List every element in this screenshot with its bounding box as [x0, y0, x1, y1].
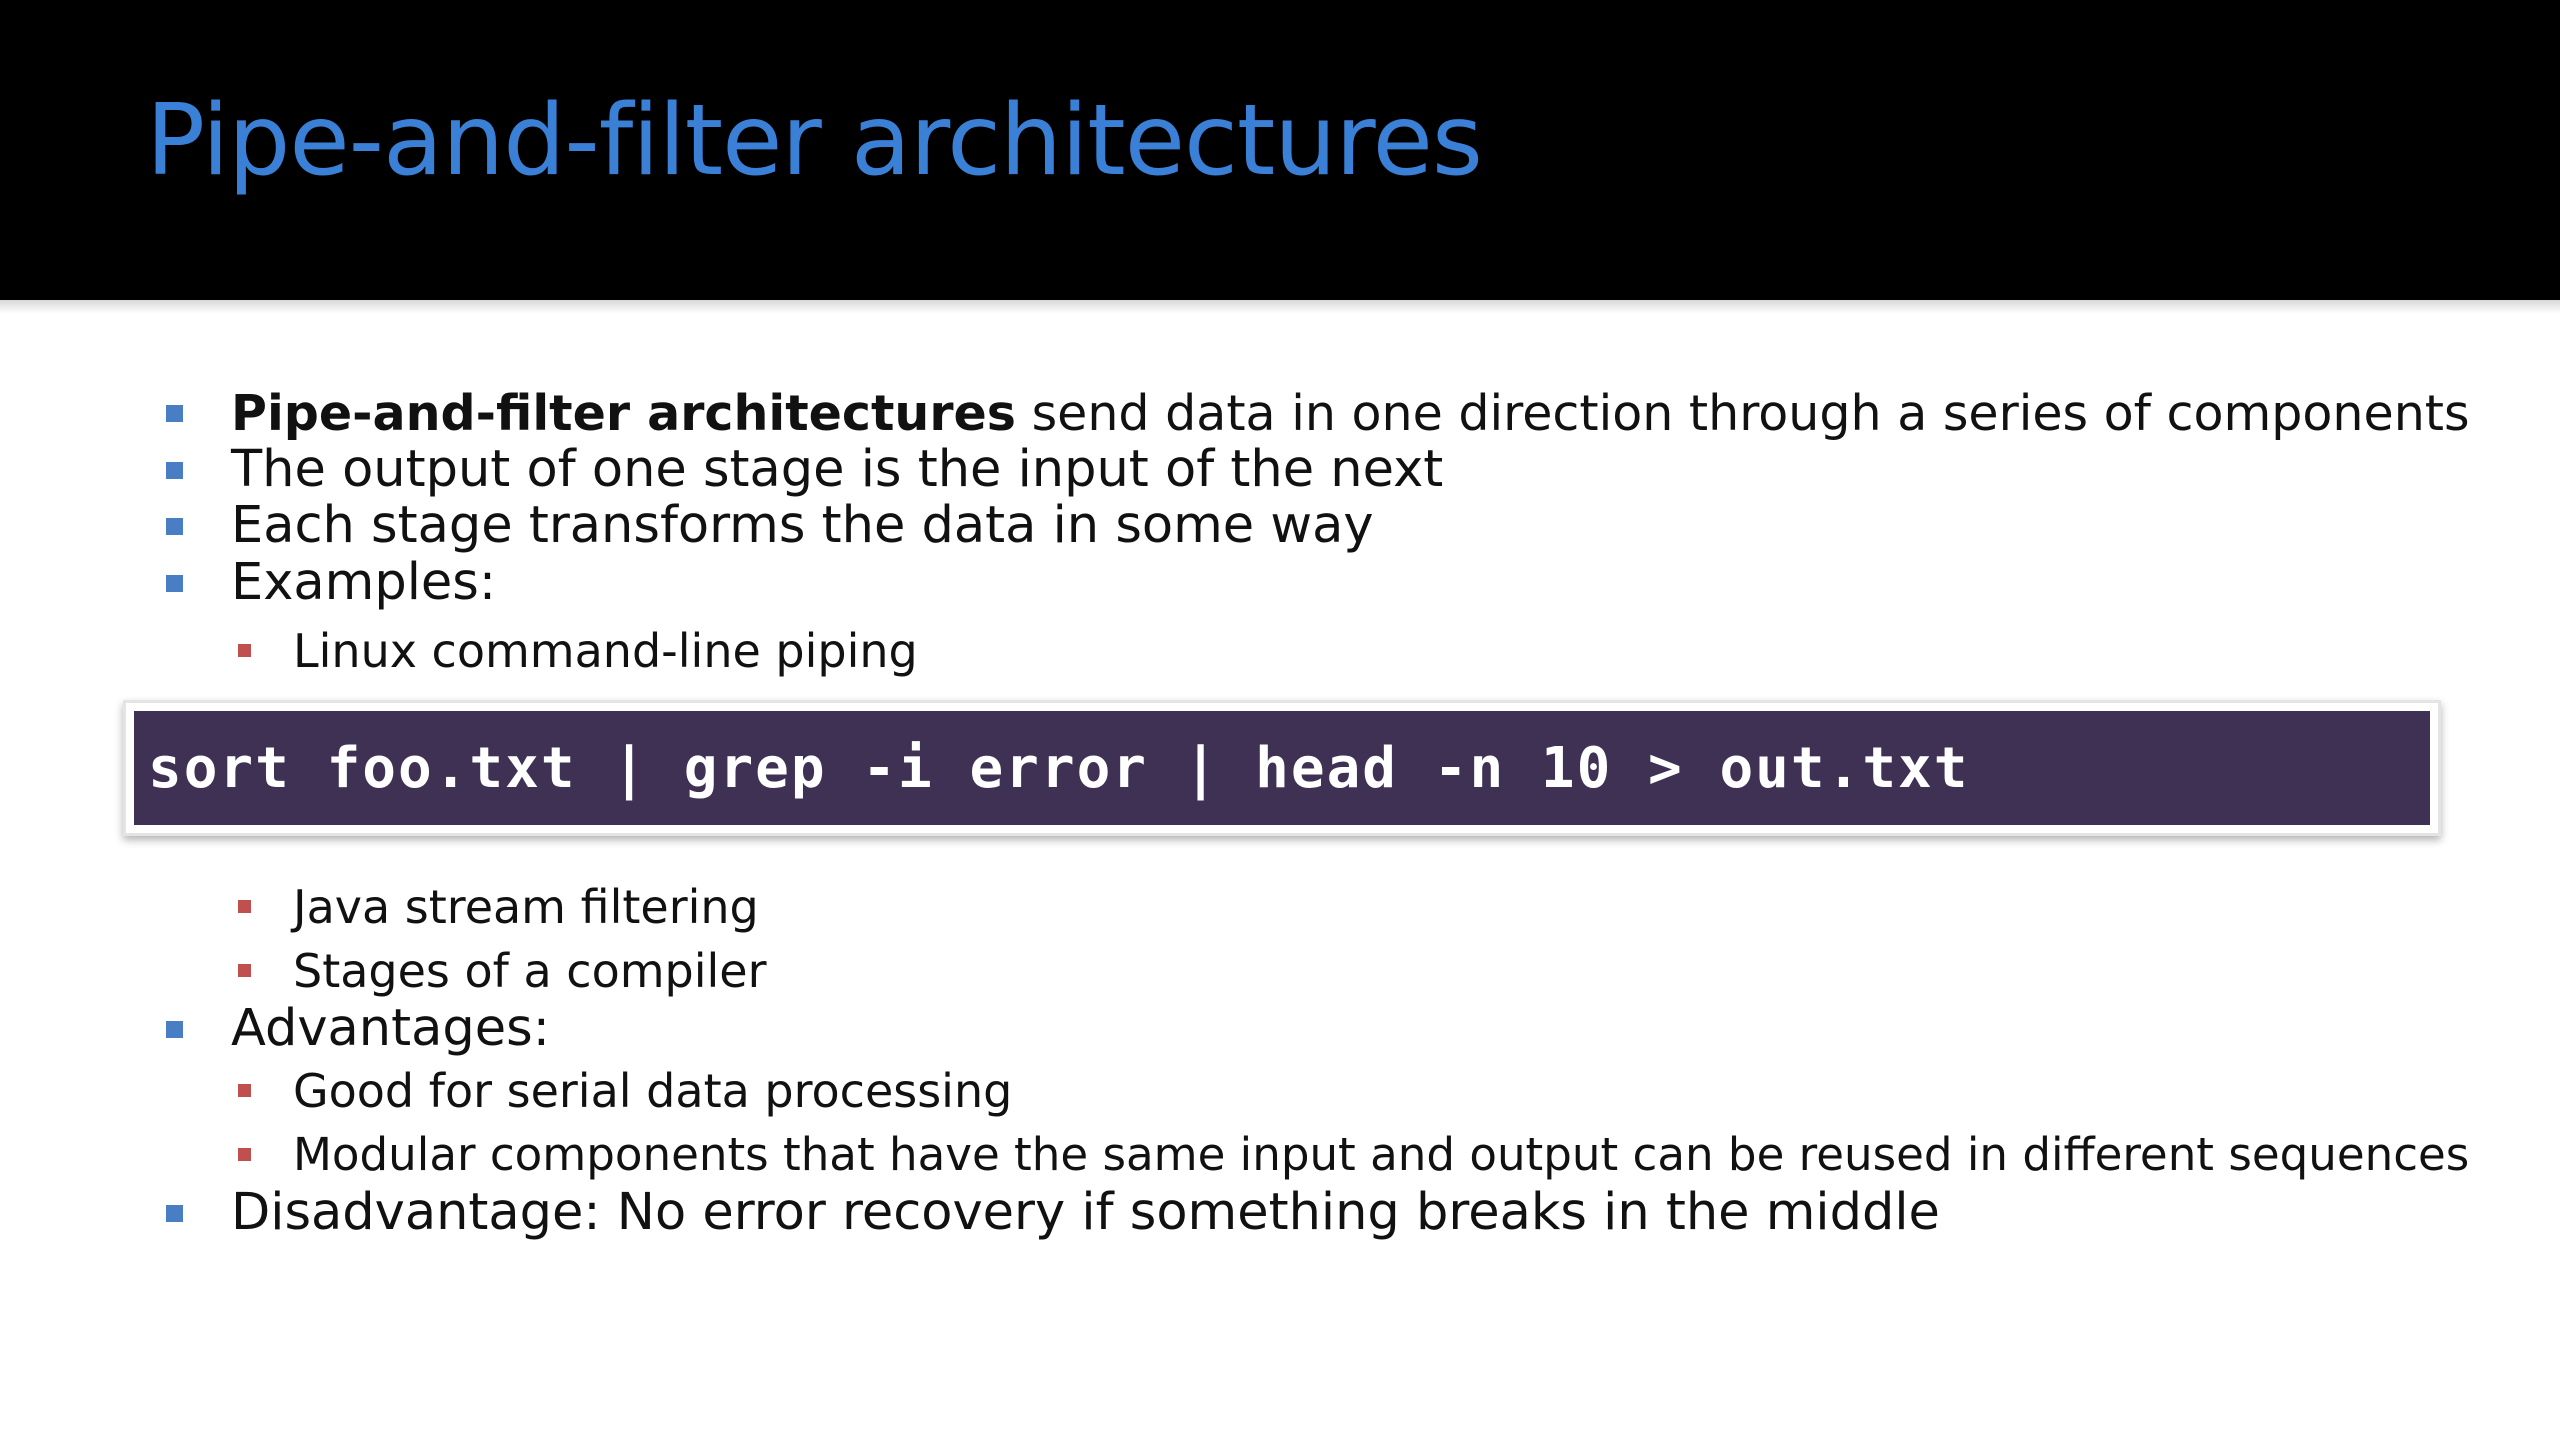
bullet-text: The output of one stage is the input of …: [231, 440, 1444, 499]
square-bullet-icon: [238, 644, 251, 657]
bullet-text: Advantages:: [231, 999, 550, 1058]
bullet-text: Each stage transforms the data in some w…: [231, 496, 1374, 555]
bullet-item-advantages: Advantages:: [166, 1000, 550, 1058]
square-bullet-icon: [166, 518, 183, 535]
square-bullet-icon: [166, 1021, 183, 1038]
subitem-text: Stages of a compiler: [293, 944, 767, 998]
subitem-text: Modular components that have the same in…: [293, 1128, 2470, 1181]
square-bullet-icon: [166, 1205, 183, 1222]
square-bullet-icon: [238, 1148, 251, 1161]
bullet-item-transform: Each stage transforms the data in some w…: [166, 497, 1374, 555]
bullet-text-rest: send data in one direction through a ser…: [1016, 384, 2470, 442]
subitem-compiler-stages: Stages of a compiler: [238, 944, 767, 998]
bullet-text: Pipe-and-filter architectures send data …: [231, 384, 2470, 442]
bullet-item-output-input: The output of one stage is the input of …: [166, 441, 1443, 499]
square-bullet-icon: [238, 1084, 251, 1097]
square-bullet-icon: [166, 462, 183, 479]
bullet-text: Examples:: [231, 553, 497, 612]
title-divider: [0, 300, 2560, 314]
bullet-item-examples: Examples:: [166, 554, 496, 612]
subitem-modular-components: Modular components that have the same in…: [238, 1128, 2469, 1182]
bullet-item-pipe-and-filter: Pipe-and-filter architectures send data …: [166, 384, 2470, 442]
square-bullet-icon: [238, 964, 251, 977]
square-bullet-icon: [238, 900, 251, 913]
square-bullet-icon: [166, 575, 183, 592]
square-bullet-icon: [166, 405, 183, 422]
subitem-java-stream: Java stream filtering: [238, 880, 759, 934]
bold-term: Pipe-and-filter architectures: [231, 384, 1016, 442]
slide-title: Pipe-and-filter architectures: [146, 84, 1483, 198]
subitem-text: Good for serial data processing: [293, 1064, 1013, 1118]
subitem-linux-piping: Linux command-line piping: [238, 624, 918, 678]
subitem-text: Java stream filtering: [293, 880, 759, 934]
code-block-inner: sort foo.txt | grep -i error | head -n 1…: [134, 711, 2430, 825]
bullet-text: Disadvantage: No error recovery if somet…: [231, 1183, 1940, 1242]
code-block: sort foo.txt | grep -i error | head -n 1…: [123, 700, 2441, 836]
shell-command: sort foo.txt | grep -i error | head -n 1…: [148, 735, 1970, 801]
title-bar: Pipe-and-filter architectures: [0, 0, 2560, 300]
bullet-item-disadvantage: Disadvantage: No error recovery if somet…: [166, 1184, 1940, 1242]
subitem-text: Linux command-line piping: [293, 624, 918, 678]
subitem-serial-processing: Good for serial data processing: [238, 1064, 1012, 1118]
